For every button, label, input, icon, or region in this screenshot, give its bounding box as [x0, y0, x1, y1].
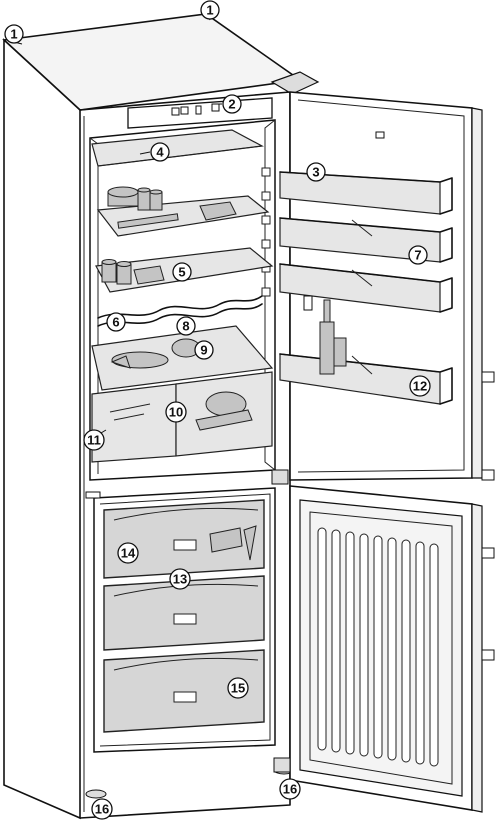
control-display [195, 105, 202, 115]
svg-text:12: 12 [413, 379, 427, 394]
food-items-upper [107, 186, 237, 229]
callout-11: 11 [83, 429, 105, 451]
fridge-door [279, 91, 495, 481]
door-handle [481, 469, 495, 481]
callout-6: 6 [106, 312, 126, 332]
callout-3: 3 [306, 162, 326, 182]
bottle [319, 321, 335, 375]
cabinet-feet [85, 765, 295, 799]
ice-cream-box [209, 527, 243, 553]
svg-text:16: 16 [283, 782, 297, 797]
door-handle [481, 371, 495, 383]
callout-13: 13 [169, 568, 191, 590]
drawer-handle [173, 613, 197, 625]
callout-1-top: 1 [200, 0, 220, 20]
control-button [180, 106, 189, 115]
drawer-handle [173, 539, 197, 551]
cabinet-body [2, 13, 320, 820]
door-handle [481, 649, 495, 661]
control-button [171, 107, 180, 116]
callout-12: 12 [409, 375, 431, 397]
crisper-drawer-left [91, 383, 177, 463]
svg-text:7: 7 [414, 248, 421, 263]
callout-4: 4 [150, 142, 170, 162]
svg-text:14: 14 [121, 546, 136, 561]
control-button [211, 103, 220, 112]
svg-text:6: 6 [112, 315, 119, 330]
callout-9: 9 [194, 340, 214, 360]
callout-1-left: 1 [4, 24, 24, 44]
freezer-door-ribs [317, 527, 439, 767]
callout-14: 14 [117, 542, 139, 564]
bottle-rack [97, 295, 263, 319]
svg-text:4: 4 [156, 145, 164, 160]
svg-text:8: 8 [182, 319, 189, 334]
compartment-divider [85, 491, 101, 499]
door-hinge [273, 757, 291, 773]
svg-text:16: 16 [95, 802, 109, 817]
door-hinge [271, 469, 289, 485]
freezer-drawer-2 [103, 575, 265, 651]
svg-text:11: 11 [87, 433, 101, 448]
food-items-middle [101, 259, 165, 285]
freezer-drawer-1 [103, 499, 265, 579]
svg-text:9: 9 [200, 343, 207, 358]
callout-5: 5 [172, 262, 192, 282]
callout-7: 7 [408, 245, 428, 265]
food-items-bottom [110, 338, 201, 369]
vegetables [195, 391, 253, 431]
callout-2: 2 [222, 94, 242, 114]
svg-text:1: 1 [10, 27, 17, 42]
svg-text:15: 15 [231, 681, 245, 696]
ice-cream-cone [243, 525, 257, 561]
svg-text:2: 2 [228, 97, 235, 112]
freezer-compartment [85, 487, 276, 753]
callout-16-left: 16 [91, 798, 113, 820]
svg-text:3: 3 [312, 165, 319, 180]
callout-16-right: 16 [279, 778, 301, 800]
freezer-drawer-3 [103, 649, 265, 733]
svg-text:10: 10 [169, 405, 183, 420]
shelf-supports [261, 167, 271, 297]
callouts: 1 1 2 3 4 5 6 7 8 9 10 11 12 13 14 15 16… [4, 0, 431, 820]
callout-15: 15 [227, 677, 249, 699]
freezer-door [271, 469, 495, 813]
svg-text:13: 13 [173, 572, 187, 587]
fridge-compartment [89, 119, 276, 481]
can [333, 337, 347, 367]
callout-8: 8 [176, 316, 196, 336]
svg-text:5: 5 [178, 265, 185, 280]
callout-10: 10 [165, 401, 187, 423]
svg-text:1: 1 [206, 3, 213, 18]
door-handle [481, 547, 495, 559]
drawer-handle [173, 691, 197, 703]
